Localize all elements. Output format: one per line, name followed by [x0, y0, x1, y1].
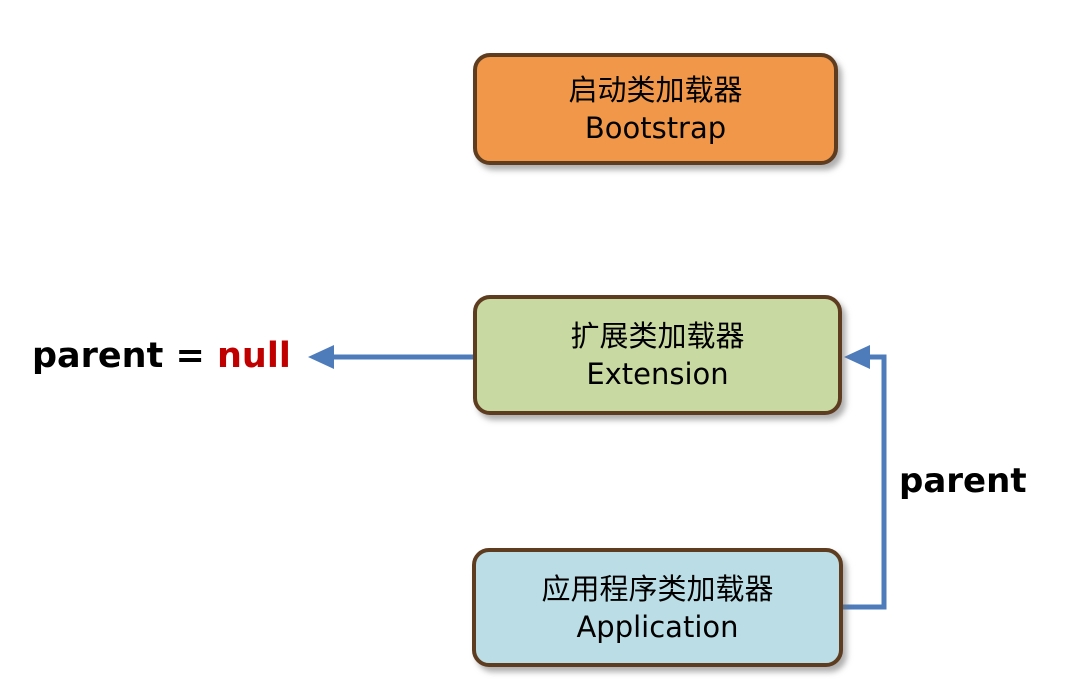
parent-null-prefix: parent =	[32, 336, 218, 376]
left-arrowhead-icon	[308, 345, 334, 369]
parent-null-label: parent = null	[32, 336, 291, 376]
extension-loader-name-en: Extension	[586, 357, 729, 391]
application-loader-name-en: Application	[576, 609, 739, 644]
parent-edge-label: parent	[899, 461, 1027, 501]
application-loader-box: 应用程序类加载器 Application	[472, 548, 843, 667]
parent-null-value: null	[217, 336, 291, 376]
application-loader-name-zh: 应用程序类加载器	[541, 571, 774, 606]
bootstrap-loader-name-zh: 启动类加载器	[568, 73, 743, 107]
parent-arrowhead-icon	[844, 345, 870, 369]
extension-loader-box: 扩展类加载器 Extension	[473, 295, 842, 415]
application-to-extension-connector-line	[843, 354, 887, 610]
extension-loader-name-zh: 扩展类加载器	[570, 319, 745, 353]
bootstrap-loader-box: 启动类加载器 Bootstrap	[473, 53, 838, 165]
bootstrap-loader-name-en: Bootstrap	[584, 111, 727, 145]
